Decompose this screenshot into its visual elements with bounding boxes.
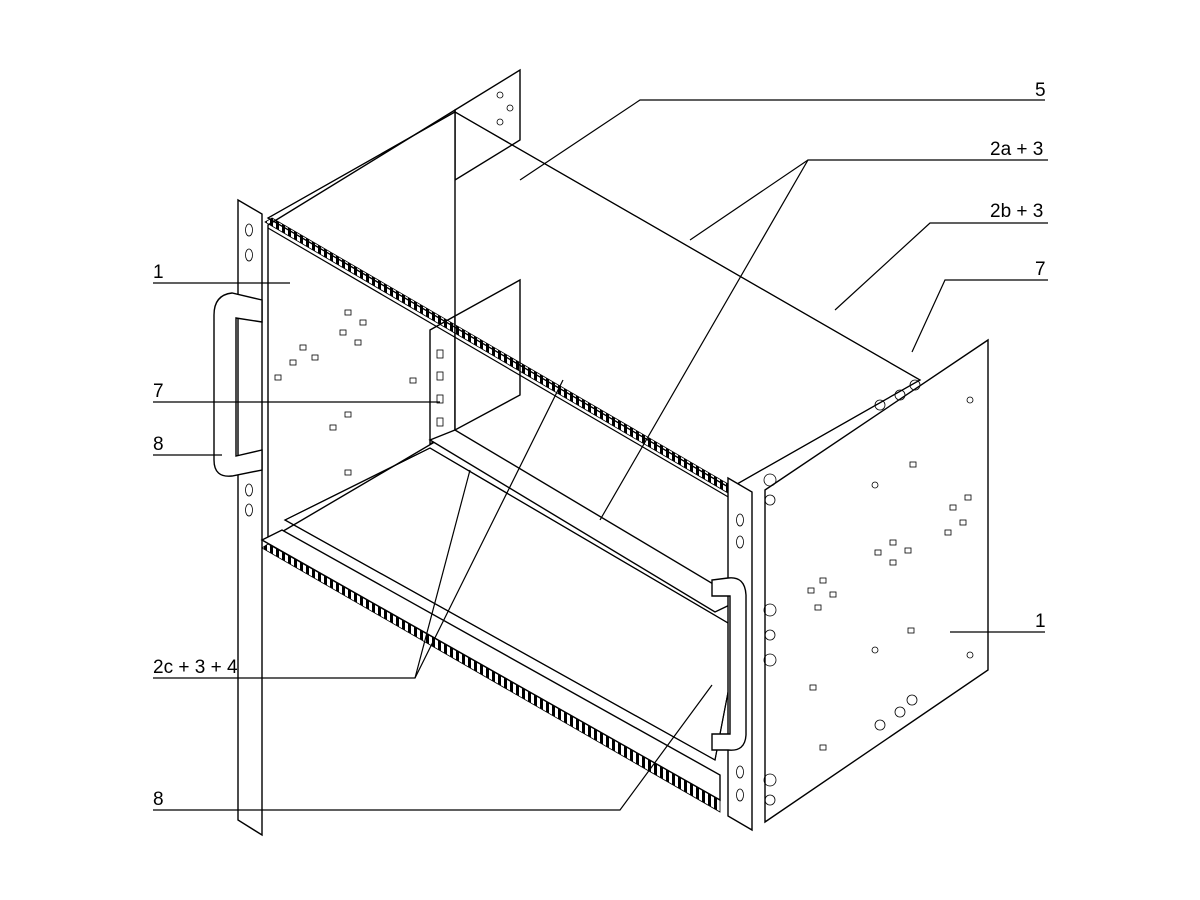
- bottom-cover-perforated: [283, 447, 741, 761]
- callout-8-left: 8: [153, 434, 164, 455]
- callout-leaders: [153, 99, 1048, 811]
- callout-2a-3: 2a + 3: [990, 139, 1043, 160]
- rear-mounting-flange: [454, 68, 521, 182]
- side-panel-left: [267, 108, 456, 542]
- callout-1-left: 1: [153, 262, 164, 283]
- callout-8-bottom: 8: [153, 789, 164, 810]
- callout-5: 5: [1035, 80, 1046, 101]
- leader-5: [519, 99, 1045, 181]
- callout-1-right: 1: [1035, 611, 1046, 632]
- front-flange-left: [237, 198, 263, 837]
- leader-8-bottom: [153, 684, 713, 811]
- front-rails: [260, 429, 742, 813]
- callout-2b-3: 2b + 3: [990, 201, 1043, 222]
- handle-right: [711, 577, 747, 751]
- callout-7-right: 7: [1035, 259, 1046, 280]
- middle-divider: [429, 278, 521, 446]
- callout-7-left: 7: [153, 381, 164, 402]
- handle-left: [213, 292, 263, 477]
- side-panel-right: [763, 338, 989, 824]
- callout-2c-3-4: 2c + 3 + 4: [153, 657, 238, 678]
- leader-7-right: [911, 279, 1048, 353]
- leader-2b3: [834, 222, 1048, 311]
- callout-labels: 5 2a + 3 2b + 3 7 1 7 8 1 2c + 3 + 4 8: [153, 80, 1046, 810]
